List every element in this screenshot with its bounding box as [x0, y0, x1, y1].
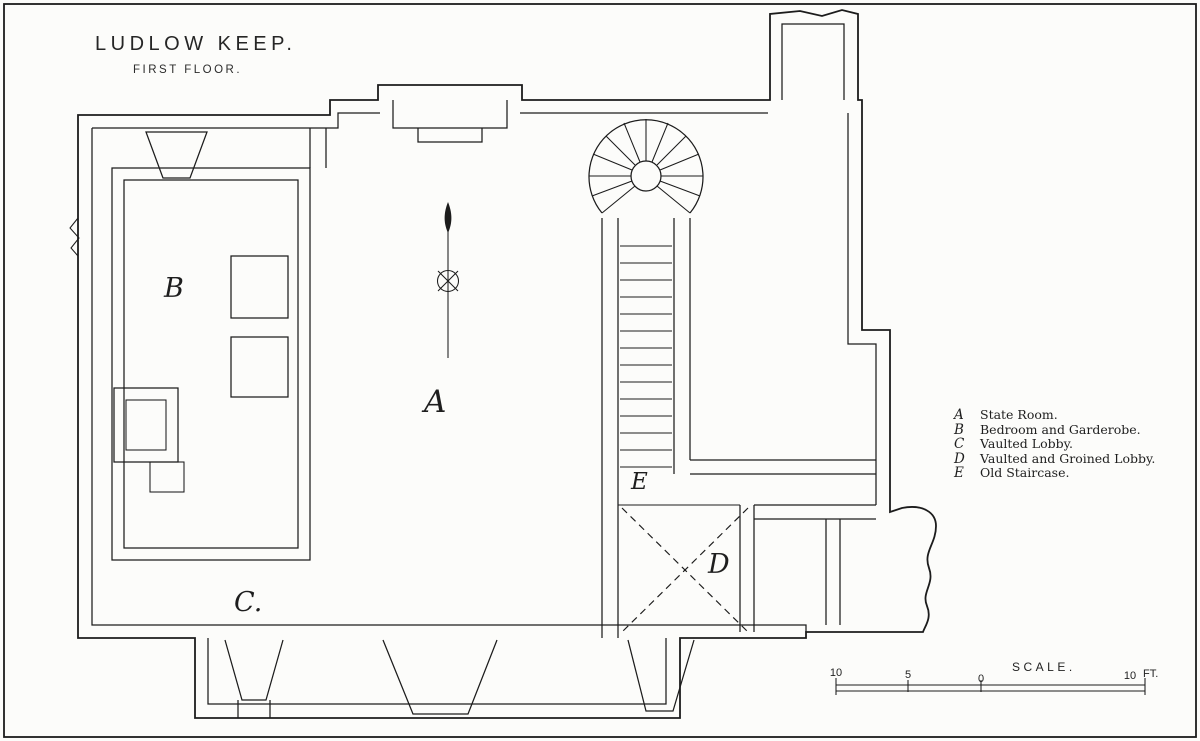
room-b-walls: [111, 167, 311, 561]
south-buttresses: [224, 639, 695, 718]
scale-bar: SCALE. 10 5 0 10 FT.: [830, 660, 1158, 695]
room-b-outer-wall: [111, 167, 311, 561]
legend-label: Vaulted and Groined Lobby.: [979, 451, 1155, 466]
shaft-west-wall: [601, 218, 619, 638]
partition-lower: [754, 504, 876, 520]
vault-diagonal-2: [621, 507, 749, 633]
scale-bar-ticks: [835, 678, 1146, 695]
partition-upper: [690, 459, 876, 475]
turret-trapezoid: [145, 131, 208, 179]
compass-cross: [437, 270, 459, 292]
lobby-d-east-wall: [739, 505, 755, 632]
scale-tick-10-right: 10: [1124, 670, 1136, 682]
inner-wall-right: [847, 113, 877, 505]
inner-wall-south-band: [207, 638, 667, 705]
window-recess-lower: [230, 336, 289, 398]
gatehouse-steps: [392, 100, 508, 143]
garderobe-outer-wall: [113, 387, 179, 463]
entrance-passage-wall: [309, 128, 327, 168]
room-label-d: D: [707, 549, 730, 580]
buttress-east: [627, 639, 695, 712]
garderobe-annex: [149, 461, 185, 493]
legend: A State Room. B Bedroom and Garderobe. C…: [952, 407, 1155, 481]
legend-key: C: [954, 436, 965, 452]
room-b-inner-wall: [123, 179, 299, 549]
room-label-b: B: [163, 273, 184, 304]
frame-border: [3, 3, 1197, 738]
staircase-shaft: [601, 218, 691, 638]
scale-tick-0: 0: [978, 673, 984, 685]
buttress-west: [224, 639, 284, 718]
spiral-treads: [589, 119, 703, 214]
inner-wall-top-left: [92, 112, 380, 129]
legend-key: A: [952, 407, 964, 423]
gate-step-inner: [417, 128, 483, 143]
garderobe-inner-wall: [125, 399, 167, 451]
newel-post: [630, 160, 662, 192]
scale-bar-rule: [836, 684, 1145, 692]
drawing-title: LUDLOW KEEP.: [95, 33, 296, 55]
legend-label: State Room.: [980, 407, 1058, 422]
window-recess-upper: [230, 255, 289, 319]
legend-label: Vaulted Lobby.: [979, 436, 1073, 451]
inner-wall-left-bottom: [91, 128, 807, 632]
room-letter-labels: A B C. D E: [163, 273, 730, 618]
room-label-a: A: [421, 384, 446, 420]
outer-walls: [69, 9, 937, 719]
outer-wall-outline: [77, 9, 937, 719]
legend-label: Bedroom and Garderobe.: [980, 422, 1141, 437]
compass-circle: [436, 269, 460, 293]
legend-key: E: [953, 465, 964, 481]
shaft-east-wall: [673, 218, 691, 474]
spiral-staircase: [588, 119, 704, 214]
scale-unit: FT.: [1143, 668, 1158, 680]
legend-key: D: [953, 451, 965, 467]
scale-tick-5: 5: [905, 669, 911, 681]
north-arrow-head: [444, 202, 452, 233]
east-partitions: [618, 459, 876, 632]
drawing-subtitle: FIRST FLOOR.: [133, 64, 242, 76]
room-label-c: C.: [234, 587, 262, 618]
title-block: LUDLOW KEEP. FIRST FLOOR.: [95, 33, 296, 76]
inner-wall-tower: [781, 23, 845, 100]
staircase-steps: [620, 245, 672, 468]
plate-frame: [3, 3, 1197, 738]
north-arrow-icon: [436, 202, 460, 358]
buttress-centre: [382, 639, 498, 715]
inner-walls: [91, 23, 877, 705]
left-wall-rock-mark: [69, 217, 80, 257]
east-chamber-wall: [825, 519, 841, 625]
turret-outline: [145, 131, 208, 179]
room-label-e: E: [630, 469, 648, 495]
legend-key: B: [953, 422, 964, 438]
gate-step-outer: [392, 100, 508, 129]
scale-title: SCALE.: [1012, 660, 1076, 674]
groined-vault-cross: [621, 507, 749, 633]
scale-tick-10-left: 10: [830, 667, 842, 679]
legend-label: Old Staircase.: [980, 465, 1069, 480]
